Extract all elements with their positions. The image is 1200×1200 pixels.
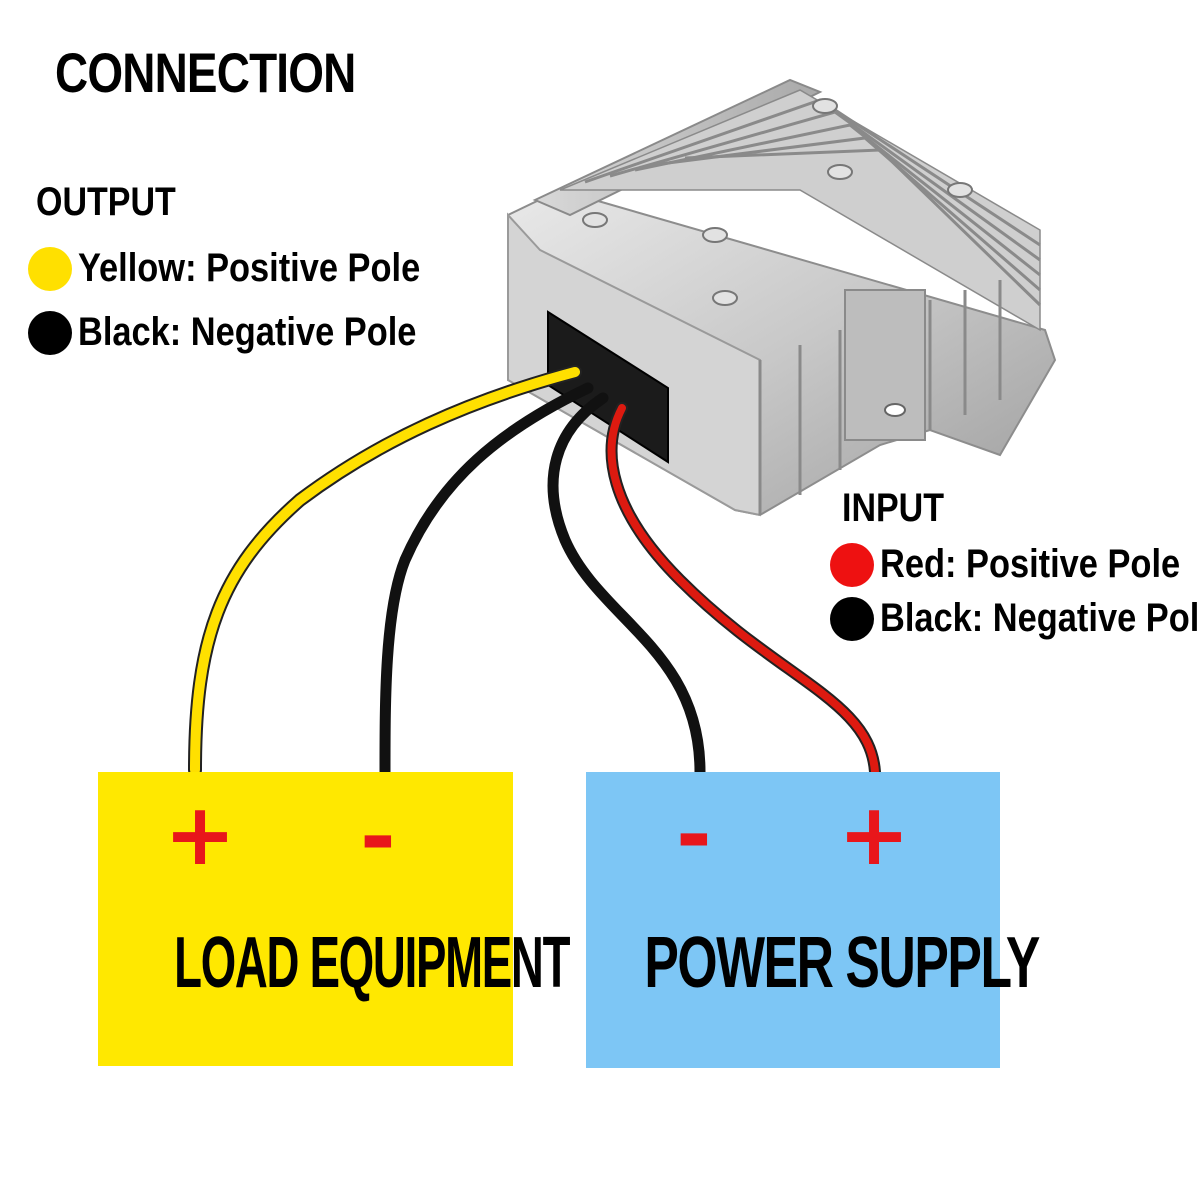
- load-equipment-label: LOAD EQUIPMENT: [174, 923, 570, 1003]
- supply-negative-terminal: -: [676, 785, 712, 885]
- load-negative-terminal: -: [360, 787, 396, 887]
- wire-output-positive: [190, 367, 580, 775]
- power-supply-label: POWER SUPPLY: [644, 923, 1040, 1003]
- power-supply-box: - + POWER SUPPLY: [586, 772, 1040, 1068]
- wire-input-negative: [547, 392, 706, 778]
- legend-input-negative: Black: Negative Pole: [830, 596, 1200, 641]
- load-positive-terminal: +: [164, 785, 237, 885]
- legend-output-positive: Yellow: Positive Pole: [28, 246, 476, 291]
- legend-output-negative: Black: Negative Pole: [28, 310, 472, 355]
- black-dot-icon: [28, 310, 72, 355]
- legend-input-negative-label: Black: Negative Pole: [880, 596, 1200, 640]
- legend-output-positive-label: Yellow: Positive Pole: [78, 246, 421, 290]
- legend-input-positive-label: Red: Positive Pole: [880, 542, 1181, 586]
- red-dot-icon: [830, 542, 874, 587]
- legend-input-positive: Red: Positive Pole: [830, 542, 1200, 587]
- page-title: CONNECTION: [55, 41, 356, 104]
- wire-input-positive: [607, 404, 879, 776]
- load-equipment-box: + - LOAD EQUIPMENT: [98, 772, 570, 1066]
- legend-output-negative-label: Black: Negative Pole: [78, 310, 417, 354]
- input-heading: INPUT: [842, 486, 944, 530]
- supply-positive-terminal: +: [838, 785, 911, 885]
- wire-output-negative: [379, 382, 594, 778]
- yellow-dot-icon: [28, 246, 72, 291]
- converter-module: [507, 78, 1057, 517]
- output-heading: OUTPUT: [36, 180, 176, 224]
- cable-grommet: [547, 310, 669, 464]
- black-dot-icon: [830, 596, 874, 641]
- mounting-posts: [582, 98, 973, 417]
